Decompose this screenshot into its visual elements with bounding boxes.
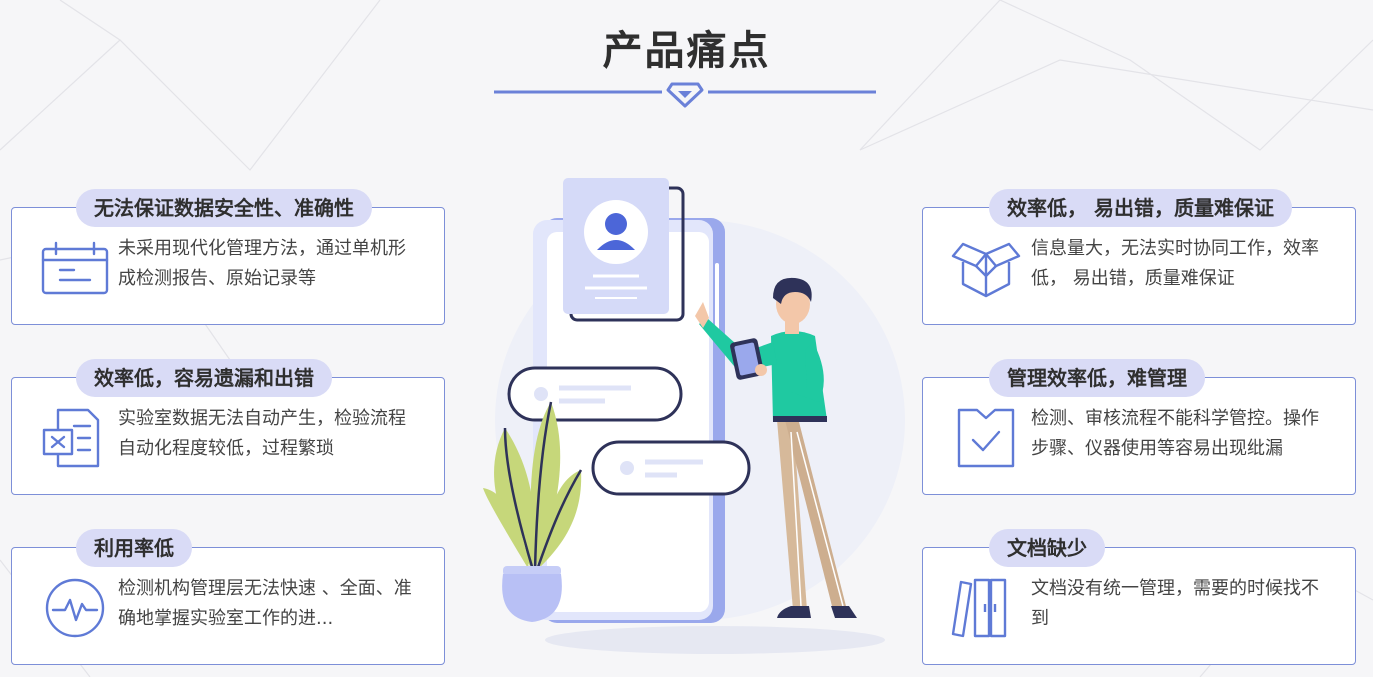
- pain-card-documents: 文档缺少 文档没有统一管理，需要的时候找不到: [922, 529, 1356, 665]
- card-label: 效率低，容易遗漏和出错: [76, 359, 332, 397]
- page-title: 产品痛点: [602, 28, 771, 74]
- plant-illustration: [483, 401, 583, 622]
- calendar-icon: [41, 241, 109, 295]
- center-illustration: [483, 178, 905, 654]
- spreadsheet-icon: [42, 408, 100, 468]
- profile-card-illustration: [563, 178, 685, 322]
- card-label: 效率低， 易出错，质量难保证: [989, 189, 1292, 227]
- card-description: 实验室数据无法自动产生，检验流程自动化程度较低，过程繁琐: [118, 408, 406, 459]
- card-description: 检测、审核流程不能科学管控。操作步骤、仪器使用等容易出现纰漏: [1031, 408, 1319, 459]
- card-label: 管理效率低，难管理: [989, 359, 1205, 397]
- pulse-icon: [45, 578, 105, 638]
- pain-card-management: 管理效率低，难管理 检测、审核流程不能科学管控。操作步骤、仪器使用等容易出现纰漏: [922, 359, 1356, 495]
- card-label: 无法保证数据安全性、准确性: [76, 189, 372, 227]
- box-icon: [951, 242, 1021, 298]
- folders-icon: [951, 578, 1007, 638]
- pain-card-utilization: 利用率低 检测机构管理层无法快速 、全面、准确地掌握实验室工作的进...: [11, 529, 445, 665]
- card-label: 文档缺少: [989, 529, 1105, 567]
- pain-card-data-security: 无法保证数据安全性、准确性 未采用现代化管理方法，通过单机形成检测报告、原始记录…: [11, 189, 445, 325]
- card-label: 利用率低: [76, 529, 192, 567]
- checklist-icon: [957, 408, 1015, 468]
- pain-card-quality: 效率低， 易出错，质量难保证 信息量大，无法实时协同工作，效率低， 易出错，质量…: [922, 189, 1356, 325]
- pain-card-efficiency-errors: 效率低，容易遗漏和出错 实验室数据无法自动产生，检验流程自动化程度较低，过程繁琐: [11, 359, 445, 495]
- card-description: 信息量大，无法实时协同工作，效率低， 易出错，质量难保证: [1031, 238, 1319, 289]
- card-description: 文档没有统一管理，需要的时候找不到: [1031, 578, 1319, 629]
- card-description: 未采用现代化管理方法，通过单机形成检测报告、原始记录等: [118, 238, 406, 289]
- title-divider: [494, 82, 876, 108]
- person-illustration: [695, 277, 857, 618]
- diamond-icon: [666, 82, 704, 108]
- card-description: 检测机构管理层无法快速 、全面、准确地掌握实验室工作的进...: [118, 578, 412, 629]
